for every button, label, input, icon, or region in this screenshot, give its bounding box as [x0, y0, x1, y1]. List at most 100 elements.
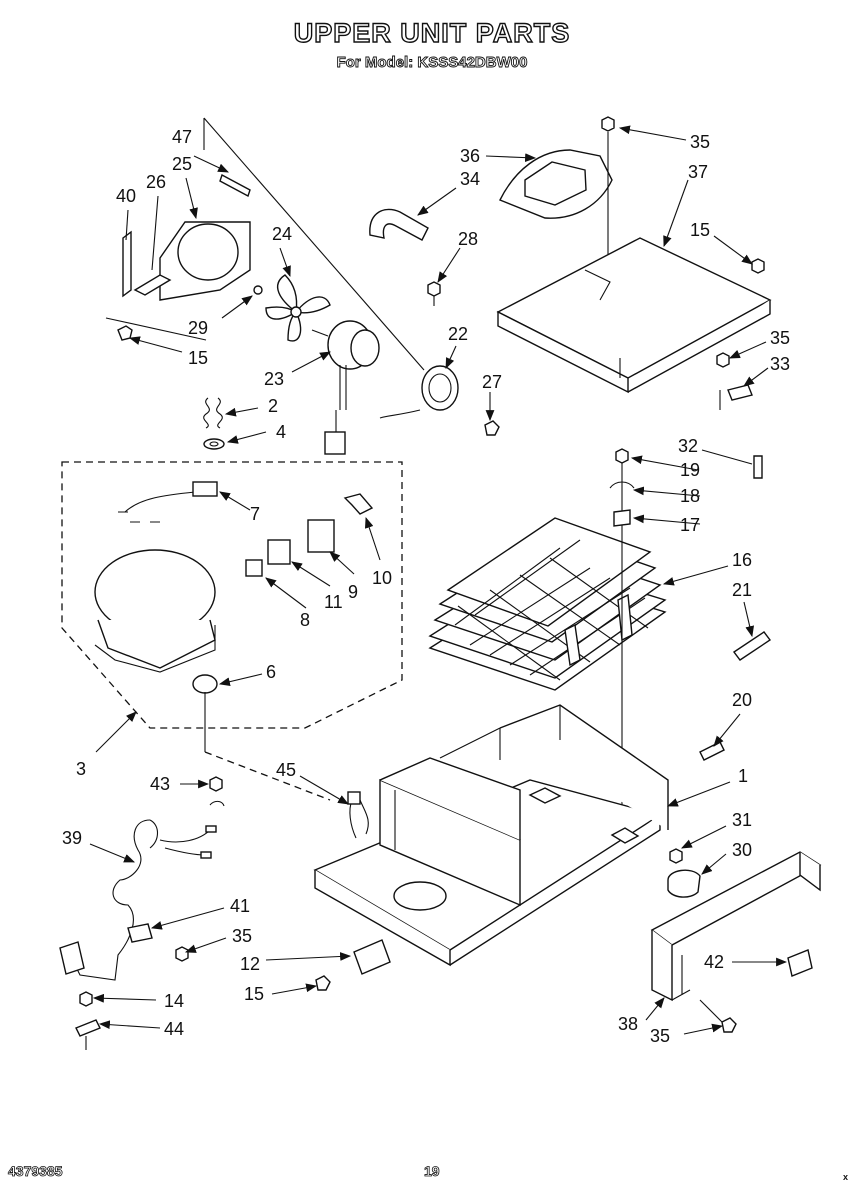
callout-labels: 47 26 25 40 24 29 15 23 2 4 36 34 35 37 …	[62, 127, 790, 1046]
callout-6: 6	[266, 662, 276, 682]
callout-34: 34	[460, 169, 480, 189]
callout-40: 40	[116, 186, 136, 206]
callout-17: 17	[680, 515, 700, 535]
callout-15a: 15	[188, 348, 208, 368]
callout-3: 3	[76, 759, 86, 779]
overload-9	[307, 519, 335, 553]
callout-16: 16	[732, 550, 752, 570]
callout-32: 32	[678, 436, 698, 456]
callout-45: 45	[276, 760, 296, 780]
callout-7: 7	[250, 504, 260, 524]
callout-41: 41	[230, 896, 250, 916]
power-plug	[59, 941, 85, 975]
relay-cover-8	[245, 559, 263, 577]
harness-plug-7	[192, 481, 218, 497]
screw-19	[615, 448, 629, 464]
callout-33: 33	[770, 354, 790, 374]
callout-27: 27	[482, 372, 502, 392]
clip-44	[75, 1019, 101, 1037]
callout-19: 19	[680, 460, 700, 480]
clip-33	[727, 384, 753, 401]
callout-47: 47	[172, 127, 192, 147]
callout-25: 25	[172, 154, 192, 174]
callout-42: 42	[704, 952, 724, 972]
fuse-21	[732, 631, 772, 661]
callout-8: 8	[300, 610, 310, 630]
screw-28	[427, 281, 441, 297]
corner-mark: x	[843, 1172, 849, 1182]
ground-screws	[75, 776, 225, 1050]
callout-11: 11	[324, 592, 343, 612]
screw-43	[209, 776, 223, 792]
callout-35a: 35	[690, 132, 710, 152]
condenser-fan-motor	[311, 320, 380, 455]
callout-39: 39	[62, 828, 82, 848]
callout-35b: 35	[770, 328, 790, 348]
callout-28: 28	[458, 229, 478, 249]
callout-1: 1	[738, 766, 748, 786]
washer-4	[203, 438, 225, 450]
clip-17	[613, 509, 631, 527]
screw-27	[484, 420, 500, 436]
callout-43: 43	[150, 774, 170, 794]
callout-4: 4	[276, 422, 286, 442]
callout-12: 12	[240, 954, 260, 974]
fan-shroud-assembly	[105, 117, 425, 371]
shroud-opening	[177, 223, 239, 281]
switch-42	[787, 949, 813, 977]
drain-tube-34	[369, 208, 429, 241]
callout-10: 10	[372, 568, 392, 588]
screw-15c	[315, 975, 331, 991]
relay-11	[267, 539, 291, 565]
connector-20	[699, 741, 725, 761]
clips-and-washers	[203, 397, 225, 450]
callout-24: 24	[272, 224, 292, 244]
bracket-12	[315, 939, 391, 991]
callout-26: 26	[146, 172, 166, 192]
thermostat-30	[667, 869, 701, 898]
power-cord-39	[59, 819, 217, 981]
control-bracket-38	[650, 848, 822, 1033]
overload-harness	[124, 491, 196, 513]
callout-9: 9	[348, 582, 358, 602]
fan-blade	[265, 274, 331, 342]
callout-22: 22	[448, 324, 468, 344]
screws-top	[117, 116, 765, 436]
callout-20: 20	[732, 690, 752, 710]
shroud-seal	[133, 274, 172, 296]
callout-35c: 35	[232, 926, 252, 946]
screw-15b	[751, 258, 765, 274]
callout-23: 23	[264, 369, 284, 389]
callout-30: 30	[732, 840, 752, 860]
screw-35b	[716, 352, 730, 368]
grommet-29	[253, 285, 263, 295]
screw-14	[79, 991, 93, 1007]
callout-38: 38	[618, 1014, 638, 1034]
callout-15c: 15	[244, 984, 264, 1004]
callout-18: 18	[680, 486, 700, 506]
grommet-6	[192, 674, 218, 694]
compressor-group-3	[61, 461, 403, 801]
clip-2	[203, 397, 210, 429]
plug-32	[753, 455, 763, 479]
callout-14: 14	[164, 991, 184, 1011]
motor-bracket-22	[379, 365, 459, 419]
callout-21: 21	[732, 580, 752, 600]
shroud-baffle	[219, 173, 251, 198]
ground-clip-41	[127, 923, 153, 943]
callout-2: 2	[268, 396, 278, 416]
callout-35d: 35	[650, 1026, 670, 1046]
page-number: 19	[424, 1163, 440, 1180]
screw-15a	[117, 325, 133, 341]
callout-36: 36	[460, 146, 480, 166]
leader-lines	[89, 125, 788, 1035]
callout-37: 37	[688, 162, 708, 182]
top-cover-37	[496, 237, 772, 410]
callout-31: 31	[732, 810, 752, 830]
screw-35a	[601, 116, 615, 132]
callout-44: 44	[164, 1019, 184, 1039]
clip-18	[609, 481, 635, 489]
harness-45	[347, 791, 369, 839]
